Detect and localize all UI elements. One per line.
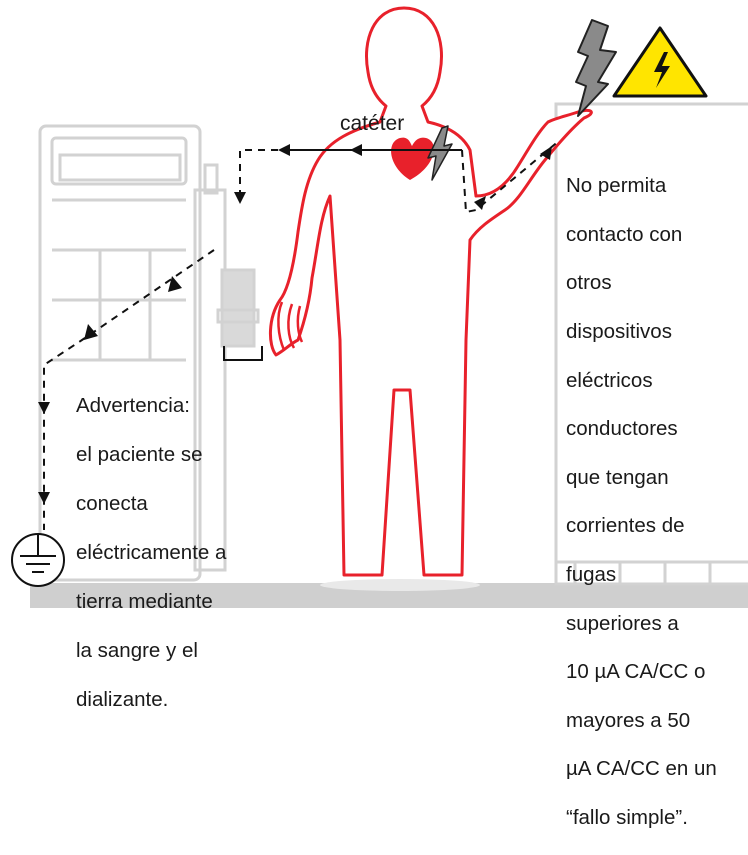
leakage-warning-line: otros	[566, 271, 612, 295]
chest-lightning-bolt-icon	[427, 125, 453, 181]
leakage-warning-line: corrientes de	[566, 514, 685, 538]
ground-warning-line: dializante.	[76, 687, 169, 711]
leakage-warning-line: “fallo simple”.	[566, 806, 688, 830]
leakage-warning-text: No permita contacto con otros dispositiv…	[566, 150, 748, 855]
arrow-diag-2	[84, 324, 98, 340]
leakage-warning-line: 10 µA CA/CC o	[566, 660, 706, 684]
leakage-warning-line: conductores	[566, 417, 678, 441]
leakage-warning-line: eléctricos	[566, 368, 653, 392]
leakage-warning-line: superiores a	[566, 611, 679, 635]
arrow-diag-1	[168, 276, 182, 292]
ground-warning-line: el paciente se	[76, 442, 203, 466]
right-cabinet	[554, 102, 748, 586]
leakage-warning-line: µA CA/CC en un	[566, 757, 717, 781]
patient-body-outline	[269, 6, 593, 577]
machine-connector	[223, 346, 263, 361]
high-voltage-warning-icon	[612, 26, 708, 98]
ground-warning-line: tierra mediante	[76, 589, 213, 613]
arrow-arm-2	[540, 146, 552, 160]
leakage-warning-line: No permita	[566, 174, 667, 198]
catheter-label: catéter	[340, 112, 405, 135]
illustration-canvas	[11, 6, 748, 608]
ground-warning-text: Advertencia: el paciente se conecta eléc…	[76, 369, 226, 737]
ground-warning-line: Advertencia:	[76, 393, 190, 417]
ground-warning-line: la sangre y el	[76, 638, 198, 662]
ground-icon	[11, 533, 65, 587]
ground-warning-line: conecta	[76, 491, 148, 515]
leakage-warning-line: mayores a 50	[566, 708, 691, 732]
hand-lightning-bolt-icon	[575, 19, 617, 117]
leakage-warning-line: dispositivos	[566, 320, 672, 344]
heart-icon	[391, 137, 434, 180]
arrow-arm-1	[474, 196, 486, 210]
arrow-down-2	[38, 402, 50, 414]
catheter-arrow-2	[278, 144, 290, 156]
path-arrowheads	[38, 146, 552, 504]
leakage-current-path	[43, 139, 561, 530]
catheter-arrow	[350, 144, 362, 156]
arrow-down-3	[38, 492, 50, 504]
patient-left-hand-fingers	[277, 301, 304, 351]
leakage-warning-line: contacto con	[566, 222, 683, 246]
dialysis-machine	[38, 124, 260, 582]
leakage-warning-line: fugas	[566, 563, 617, 587]
ground-warning-line: eléctricamente a	[76, 540, 227, 564]
floor-shadow	[320, 579, 480, 591]
leakage-warning-line: que tengan	[566, 465, 669, 489]
arrow-down-1	[234, 192, 246, 204]
